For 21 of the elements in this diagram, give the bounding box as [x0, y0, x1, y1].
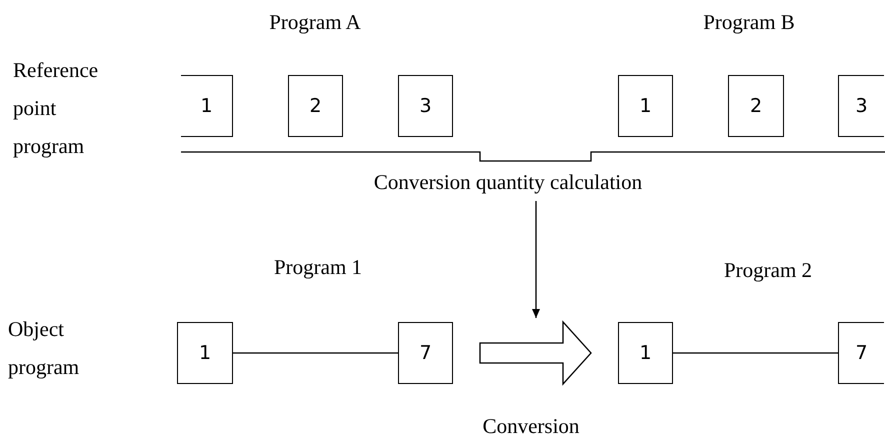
row-label: Object program — [8, 316, 80, 381]
calculation-label: Conversion quantity calculation — [374, 163, 642, 201]
step-box: 1 — [618, 322, 673, 384]
step-box: 7 — [398, 322, 453, 384]
step-box: 3 — [398, 75, 453, 137]
step-box: 2 — [728, 75, 784, 137]
program-label: Program A — [269, 9, 361, 36]
step-box: 3 — [838, 75, 884, 137]
step-box: 7 — [838, 322, 884, 384]
step-box: 1 — [181, 75, 233, 137]
block-arrow — [479, 320, 592, 386]
row-label: Reference point program — [13, 57, 100, 160]
arrow — [532, 201, 540, 318]
connector-line — [233, 352, 398, 354]
step-box: 1 — [618, 75, 673, 137]
connector-line — [673, 352, 838, 354]
program-label: Program B — [703, 9, 795, 36]
program-label: Program 1 — [274, 254, 362, 281]
step-box: 1 — [177, 322, 233, 384]
step-box: 2 — [288, 75, 343, 137]
program-label: Program 2 — [724, 257, 812, 284]
